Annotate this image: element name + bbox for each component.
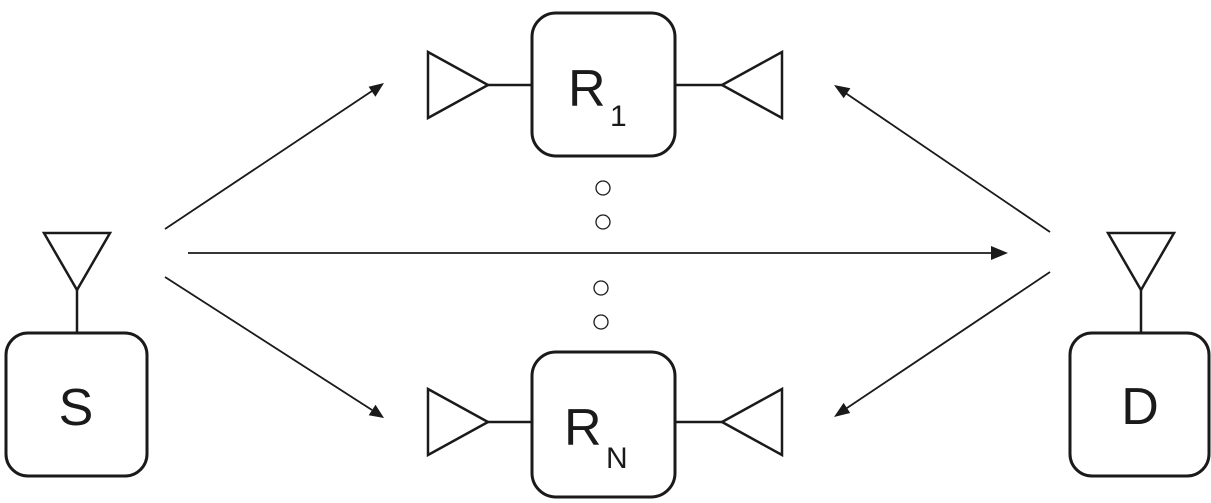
arrowhead-icon bbox=[834, 85, 851, 99]
relay-bottom-subscript: N bbox=[606, 442, 628, 475]
ellipsis-dot bbox=[593, 314, 609, 330]
relay-top-subscript: 1 bbox=[610, 100, 627, 133]
arrowhead-icon bbox=[368, 83, 384, 97]
ellipsis-dot bbox=[595, 214, 611, 230]
arrowhead-icon bbox=[368, 404, 384, 418]
relay-top-right-antenna-icon bbox=[719, 49, 784, 121]
relay-top-left-antenna-icon bbox=[426, 49, 491, 121]
source-label: S bbox=[59, 379, 94, 437]
link-source-to-destination bbox=[188, 246, 1008, 260]
relay-bottom-label: R bbox=[564, 399, 602, 457]
ellipsis-dot bbox=[595, 180, 611, 196]
source-antenna-icon bbox=[41, 231, 113, 293]
destination-label: D bbox=[1121, 378, 1159, 436]
source-box bbox=[4, 331, 149, 478]
relay-node-bottom: R N bbox=[426, 350, 784, 499]
source-node: S bbox=[4, 231, 149, 478]
link-source-to-relay-bottom bbox=[164, 276, 384, 418]
relay-node-top: R 1 bbox=[426, 11, 784, 158]
relay-bottom-left-antenna-icon bbox=[426, 386, 491, 458]
link-source-to-relay-top bbox=[164, 83, 384, 230]
arrowhead-icon bbox=[991, 246, 1008, 260]
arrowhead-icon bbox=[834, 402, 851, 417]
destination-box bbox=[1068, 331, 1211, 478]
ellipsis-dot bbox=[593, 280, 609, 296]
destination-node: D bbox=[1068, 231, 1211, 478]
destination-antenna-icon bbox=[1105, 231, 1177, 293]
relay-top-label: R bbox=[568, 60, 606, 118]
link-destination-to-relay-bottom bbox=[834, 271, 1051, 417]
link-destination-to-relay-top bbox=[834, 85, 1051, 233]
relay-bottom-box bbox=[530, 350, 677, 499]
relay-ellipsis bbox=[593, 180, 611, 330]
relay-bottom-right-antenna-icon bbox=[719, 386, 784, 458]
